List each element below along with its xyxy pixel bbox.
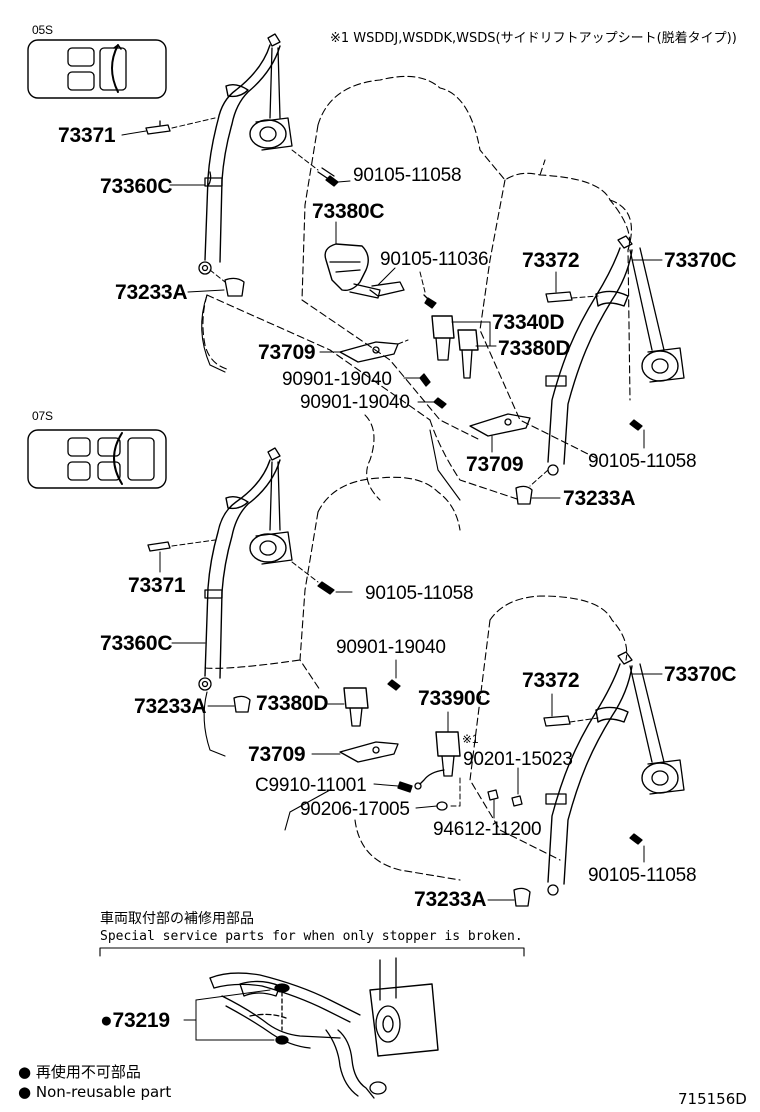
anchor-plate-73709-bottom-icon: [339, 741, 399, 763]
drawing-number: 715156D: [678, 1090, 747, 1108]
label-73370c-top[interactable]: 73370C: [664, 249, 737, 272]
buckle-73340d-icon: [431, 315, 455, 361]
bolt-90901-19040-b-icon: [433, 397, 447, 409]
label-90901-19040-bottom[interactable]: 90901-19040: [336, 637, 446, 658]
legend-non-reusable-en: ● Non-reusable part: [18, 1083, 172, 1101]
bolt-c9910-11001-icon: [397, 781, 413, 793]
stopper-73219-illustration: [209, 957, 439, 1099]
leader-90105-11058-a: [337, 180, 351, 183]
anchor-plate-73709-left-icon: [339, 341, 399, 363]
buckle-73380c-icon: [324, 243, 405, 299]
label-90105-11058-bottom-a[interactable]: 90105-11058: [365, 583, 474, 604]
label-c9910-11001[interactable]: C9910-11001: [255, 775, 367, 796]
bolt-90105-11058-bottom-b-icon: [629, 833, 643, 845]
anchor-plate-73709-right-icon: [469, 413, 531, 437]
bolt-90901-19040-a-icon: [419, 373, 431, 387]
washer-90201-15023-icon: [511, 795, 523, 807]
label-73233a-top-left[interactable]: 73233A: [115, 281, 188, 304]
top-right-seatbelt-assembly: [545, 235, 685, 476]
top-left-seatbelt-assembly: [198, 33, 293, 275]
special-parts-title-jp: 車両取付部の補修用部品: [100, 911, 254, 927]
bolt-90105-11058-b-icon: [629, 419, 643, 431]
label-90901-19040-top-a[interactable]: 90901-19040: [282, 369, 392, 390]
leader-C9910-11001: [373, 783, 399, 787]
bolt-90105-11036-icon: [423, 294, 437, 309]
bottom-right-seatbelt-assembly: [545, 651, 685, 896]
leader-73371: [121, 130, 147, 136]
label-90201-15023[interactable]: 90201-15023: [463, 749, 573, 770]
label-73360c-top[interactable]: 73360C: [100, 175, 173, 198]
label-73372-bottom[interactable]: 73372: [522, 669, 580, 692]
buckle-73380d-icon: [457, 329, 479, 379]
top-rear-seat-outline: [202, 75, 632, 501]
bottom-rear-seat-outline: [204, 476, 628, 881]
label-73360c-bottom[interactable]: 73360C: [100, 632, 173, 655]
note-mark-1: ※1: [462, 732, 479, 746]
vehicle-layout-07s-icon: [27, 429, 167, 489]
buckle-73380d-bottom-icon: [343, 687, 369, 727]
label-73372-top[interactable]: 73372: [522, 249, 580, 272]
label-73709-bottom[interactable]: 73709: [248, 743, 306, 766]
leader-73371-dash: [171, 117, 216, 129]
vehicle-code-05s: 05S: [32, 23, 53, 37]
label-90901-19040-top-b[interactable]: 90901-19040: [300, 392, 410, 413]
trim-clip-73371-bottom-icon: [147, 541, 171, 552]
label-73380c[interactable]: 73380C: [312, 200, 385, 223]
leader-90105-11036: [377, 267, 396, 286]
label-73233a-bottom-right[interactable]: 73233A: [414, 888, 487, 911]
label-73340d[interactable]: 73340D: [492, 311, 565, 334]
header-note: ※1 WSDDJ,WSDDK,WSDS(サイドリフトアップシート(脱着タイプ)): [330, 31, 737, 46]
label-73233a-bottom-left[interactable]: 73233A: [134, 695, 207, 718]
label-90105-11058-top-a[interactable]: 90105-11058: [353, 165, 462, 186]
bolt-90105-11058-bottom-icon: [317, 581, 335, 595]
label-73390c[interactable]: 73390C: [418, 687, 491, 710]
bolt-90105-11058-icon: [317, 167, 339, 187]
label-90105-11036[interactable]: 90105-11036: [380, 249, 489, 270]
label-90206-17005[interactable]: 90206-17005: [300, 799, 410, 820]
label-90105-11058-bottom-b[interactable]: 90105-11058: [588, 865, 697, 886]
label-73233a-top-right[interactable]: 73233A: [563, 487, 636, 510]
bottom-left-seatbelt-assembly: [198, 447, 293, 691]
washer-90206-17005-icon: [436, 801, 448, 811]
leader-90206-17005: [415, 805, 438, 809]
label-94612-11200[interactable]: 94612-11200: [433, 819, 542, 840]
legend-non-reusable-jp: ● 再使用不可部品: [18, 1063, 141, 1081]
label-73371-top[interactable]: 73371: [58, 124, 116, 147]
label-73709-top-left[interactable]: 73709: [258, 341, 316, 364]
leader-73233A-top-left: [187, 289, 225, 293]
label-73380d-bottom[interactable]: 73380D: [256, 692, 329, 715]
vehicle-layout-05s-icon: [27, 39, 167, 99]
buckle-73390c-icon: [414, 731, 461, 790]
special-parts-bracket: [99, 947, 525, 957]
vehicle-code-07s: 07S: [32, 409, 53, 423]
anchor-cover-73233a-bottom-icon: [233, 695, 251, 713]
nut-94612-11200-icon: [487, 789, 499, 801]
anchor-cover-73233a-right-icon: [515, 485, 533, 505]
label-73219[interactable]: ●73219: [100, 1009, 170, 1032]
bottom-seat-floor-outline: [203, 691, 331, 831]
special-parts-title-en: Special service parts for when only stop…: [100, 929, 523, 944]
label-90105-11058-top-b[interactable]: 90105-11058: [588, 451, 697, 472]
anchor-cover-73233a-icon: [224, 277, 245, 297]
label-73370c-bottom[interactable]: 73370C: [664, 663, 737, 686]
anchor-cover-73233a-bottom-right-icon: [513, 887, 531, 907]
trim-clip-73371-icon: [145, 120, 171, 135]
label-73380d-top[interactable]: 73380D: [498, 337, 571, 360]
label-73371-bottom[interactable]: 73371: [128, 574, 186, 597]
trim-clip-73372-bottom-icon: [543, 715, 571, 727]
leader-bolt-dash: [291, 149, 319, 171]
leader-73219: [183, 989, 275, 1041]
bolt-90901-19040-bottom-icon: [387, 679, 401, 691]
top-seat-floor-outline: [201, 294, 461, 501]
trim-clip-73372-icon: [545, 291, 573, 303]
label-73709-top-right[interactable]: 73709: [466, 453, 524, 476]
